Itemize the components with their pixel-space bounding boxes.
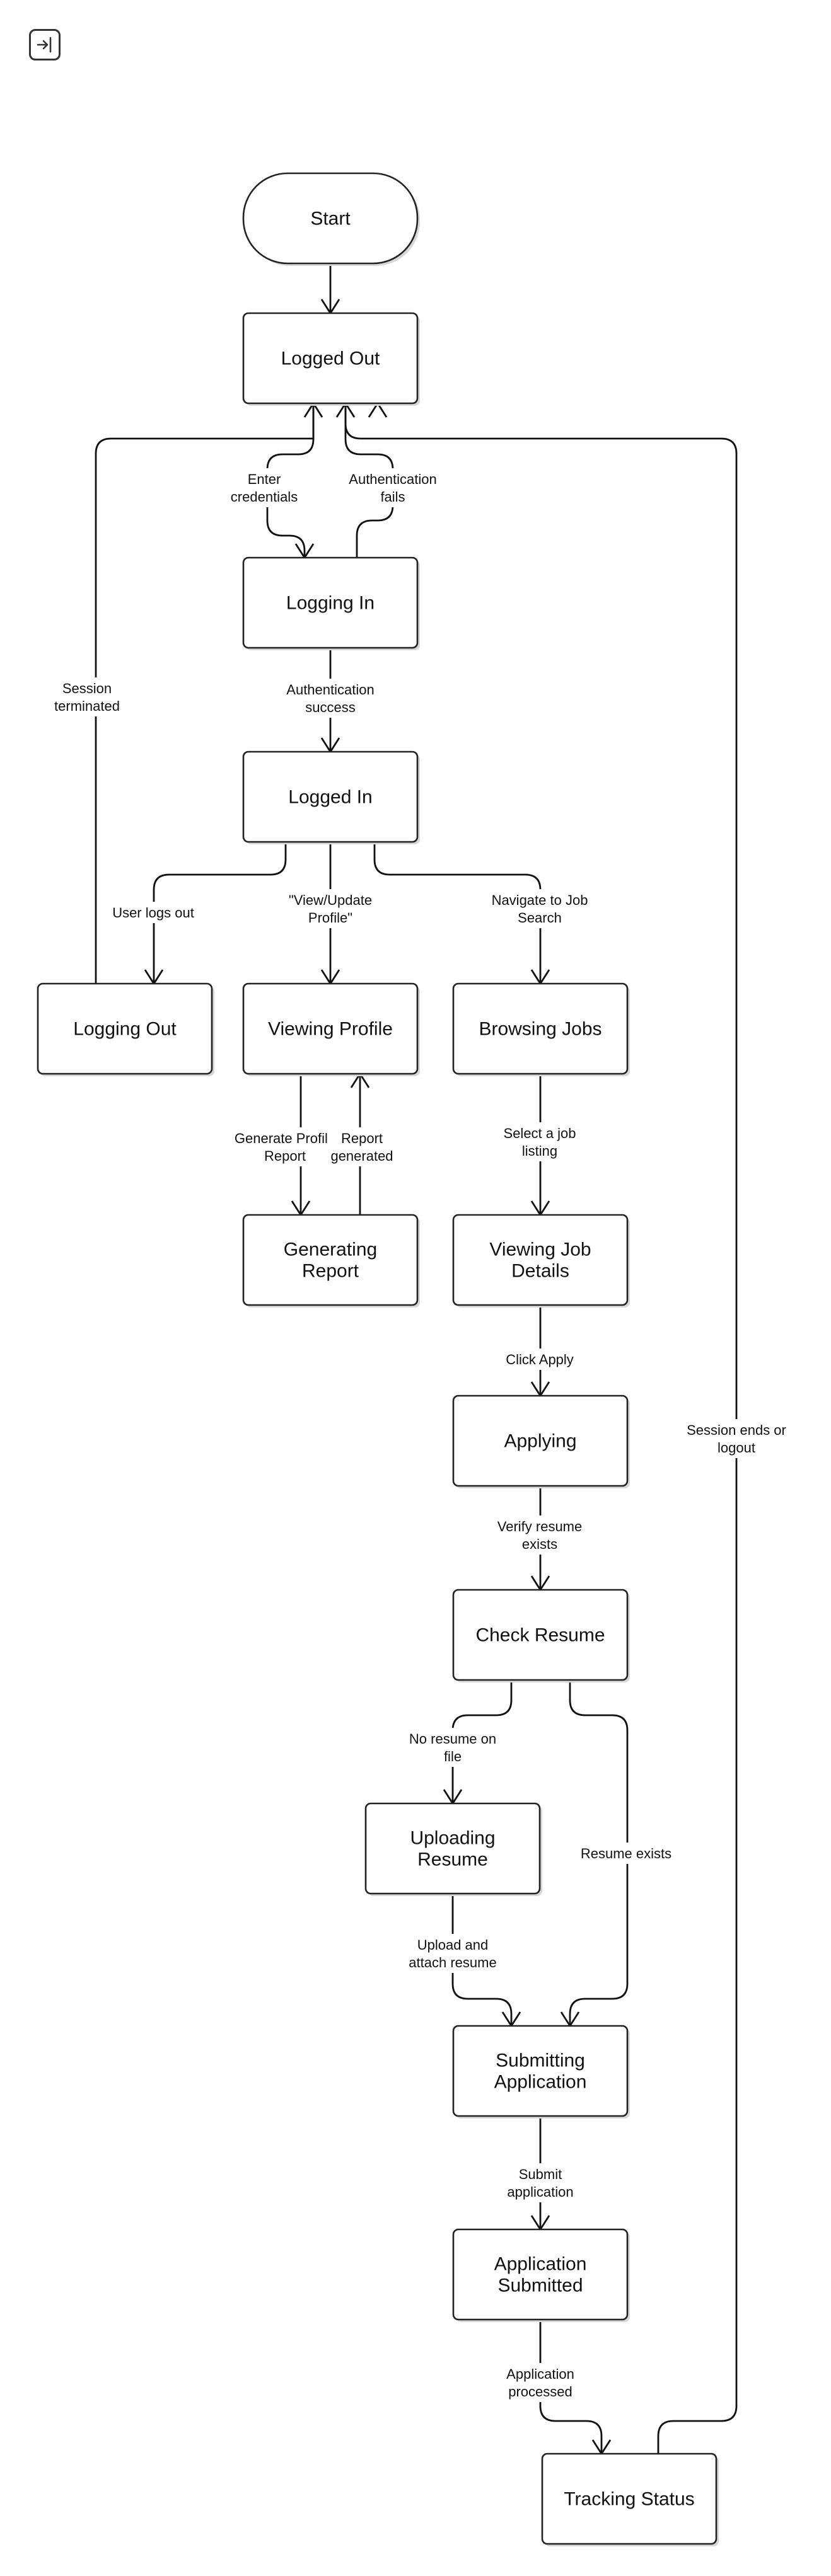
edge-label-text: Generate Profile	[235, 1130, 335, 1146]
edge-label-select-a-job-listing: Select a job listing	[494, 1122, 585, 1161]
node-label: Start	[310, 209, 351, 229]
edge-label-resume-exists: Resume exists	[578, 1843, 675, 1864]
node-label: Submitted	[497, 2275, 583, 2296]
edge-label-text: Report	[264, 1148, 306, 1164]
node-tracking-status: Tracking Status	[541, 2452, 719, 2546]
edge-label-text: logout	[718, 1440, 755, 1456]
node-logging-in: Logging In	[242, 556, 420, 650]
node-logged-out: Logged Out	[242, 312, 420, 406]
node-browsing-jobs: Browsing Jobs	[452, 982, 630, 1076]
edge-label-text: Search	[518, 910, 562, 926]
edge-label-enter-credentials: Enter credentials	[223, 468, 306, 507]
edge-label-application-processed: Application processed	[499, 2363, 582, 2402]
edge-labels-layer: EntercredentialsAuthenticationfailsAuthe…	[49, 468, 792, 2402]
edge-label-session-ends-or-logout: Session ends or logout	[681, 1419, 792, 1458]
node-label: Logging In	[286, 593, 375, 614]
node-applying: Applying	[452, 1394, 630, 1488]
edge-label-text: Resume exists	[581, 1846, 671, 1861]
edge-label-text: Navigate to Job	[492, 892, 588, 908]
edge-label-text: "View/Update	[289, 892, 372, 908]
edge-label-upload-and-attach-resume: Upload and attach resume	[404, 1934, 501, 1973]
edge-label-text: success	[305, 699, 355, 715]
edge-label-text: application	[507, 2184, 573, 2200]
node-check-resume: Check Resume	[452, 1589, 630, 1682]
node-label: Viewing Job	[489, 1239, 591, 1260]
edge-label-text: Select a job	[504, 1125, 576, 1141]
node-label: Application	[494, 2072, 587, 2093]
edge-label-text: credentials	[231, 489, 298, 505]
edge-label-text: generated	[330, 1148, 393, 1164]
edge-label-report-generated: Report generated	[327, 1127, 397, 1166]
edge-label-text: Enter	[248, 471, 281, 487]
edge-label-verify-resume-exists: Verify resume exists	[491, 1515, 588, 1555]
edge-label-text: Upload and	[417, 1937, 489, 1953]
edge-label-text: Application	[506, 2366, 574, 2382]
edge-label-text: Session ends or	[687, 1422, 786, 1438]
edge-label-submit-application: Submit application	[499, 2163, 582, 2202]
edge-label-text: Verify resume	[497, 1519, 583, 1534]
sign-in-icon	[37, 37, 52, 53]
edge-label-text: file	[444, 1749, 462, 1764]
node-viewing-profile: Viewing Profile	[242, 982, 420, 1076]
edge-label-no-resume-on-file: No resume on file	[407, 1728, 498, 1767]
edge-label-text: Session	[62, 681, 112, 696]
edge-label-text: attach resume	[409, 1955, 496, 1970]
edge-label-text: Authentication	[286, 682, 374, 698]
edge-label-text: terminated	[54, 698, 120, 714]
edge-label-text: No resume on	[409, 1731, 496, 1747]
node-label: Tracking Status	[564, 2489, 694, 2510]
node-label: Application	[494, 2254, 587, 2275]
edge-label-text: Report	[341, 1130, 383, 1146]
node-label: Browsing Jobs	[479, 1019, 601, 1040]
edge-label-session-terminated: Session terminated	[49, 677, 125, 716]
node-label: Report	[302, 1261, 359, 1282]
node-logged-in: Logged In	[242, 750, 420, 844]
edge-label-click-apply: Click Apply	[498, 1348, 581, 1370]
edge-label-text: listing	[522, 1143, 557, 1159]
edge-label-text: Authentication	[349, 471, 436, 487]
edge-label-text: Profile"	[308, 910, 352, 926]
node-logging-out: Logging Out	[37, 982, 214, 1076]
edge-label-text: Click Apply	[506, 1352, 574, 1367]
edge-label-user-logs-out: User logs out	[105, 902, 202, 923]
node-label: Viewing Profile	[268, 1019, 393, 1040]
node-label: Logged Out	[281, 348, 380, 369]
node-label: Generating	[284, 1239, 377, 1260]
sign-in-button[interactable]	[29, 29, 61, 60]
node-label: Uploading	[410, 1828, 495, 1849]
edge-label-text: processed	[508, 2384, 572, 2400]
node-label: Logging Out	[73, 1019, 177, 1040]
node-label: Details	[511, 1261, 569, 1282]
node-label: Logged In	[288, 787, 372, 808]
edge-label-authentication-fails: Authentication fails	[340, 468, 445, 507]
edge-label-text: exists	[522, 1536, 557, 1552]
edge-label-text: Submit	[519, 2166, 562, 2182]
node-start: Start	[242, 172, 420, 266]
node-label: Applying	[504, 1431, 576, 1452]
edge-label-text: User logs out	[112, 905, 194, 921]
edge-label-text: fails	[380, 489, 405, 505]
edge-start-to-logged-out	[320, 263, 340, 315]
node-label: Submitting	[496, 2050, 585, 2071]
node-label: Resume	[417, 1849, 488, 1870]
node-label: Check Resume	[475, 1625, 605, 1646]
